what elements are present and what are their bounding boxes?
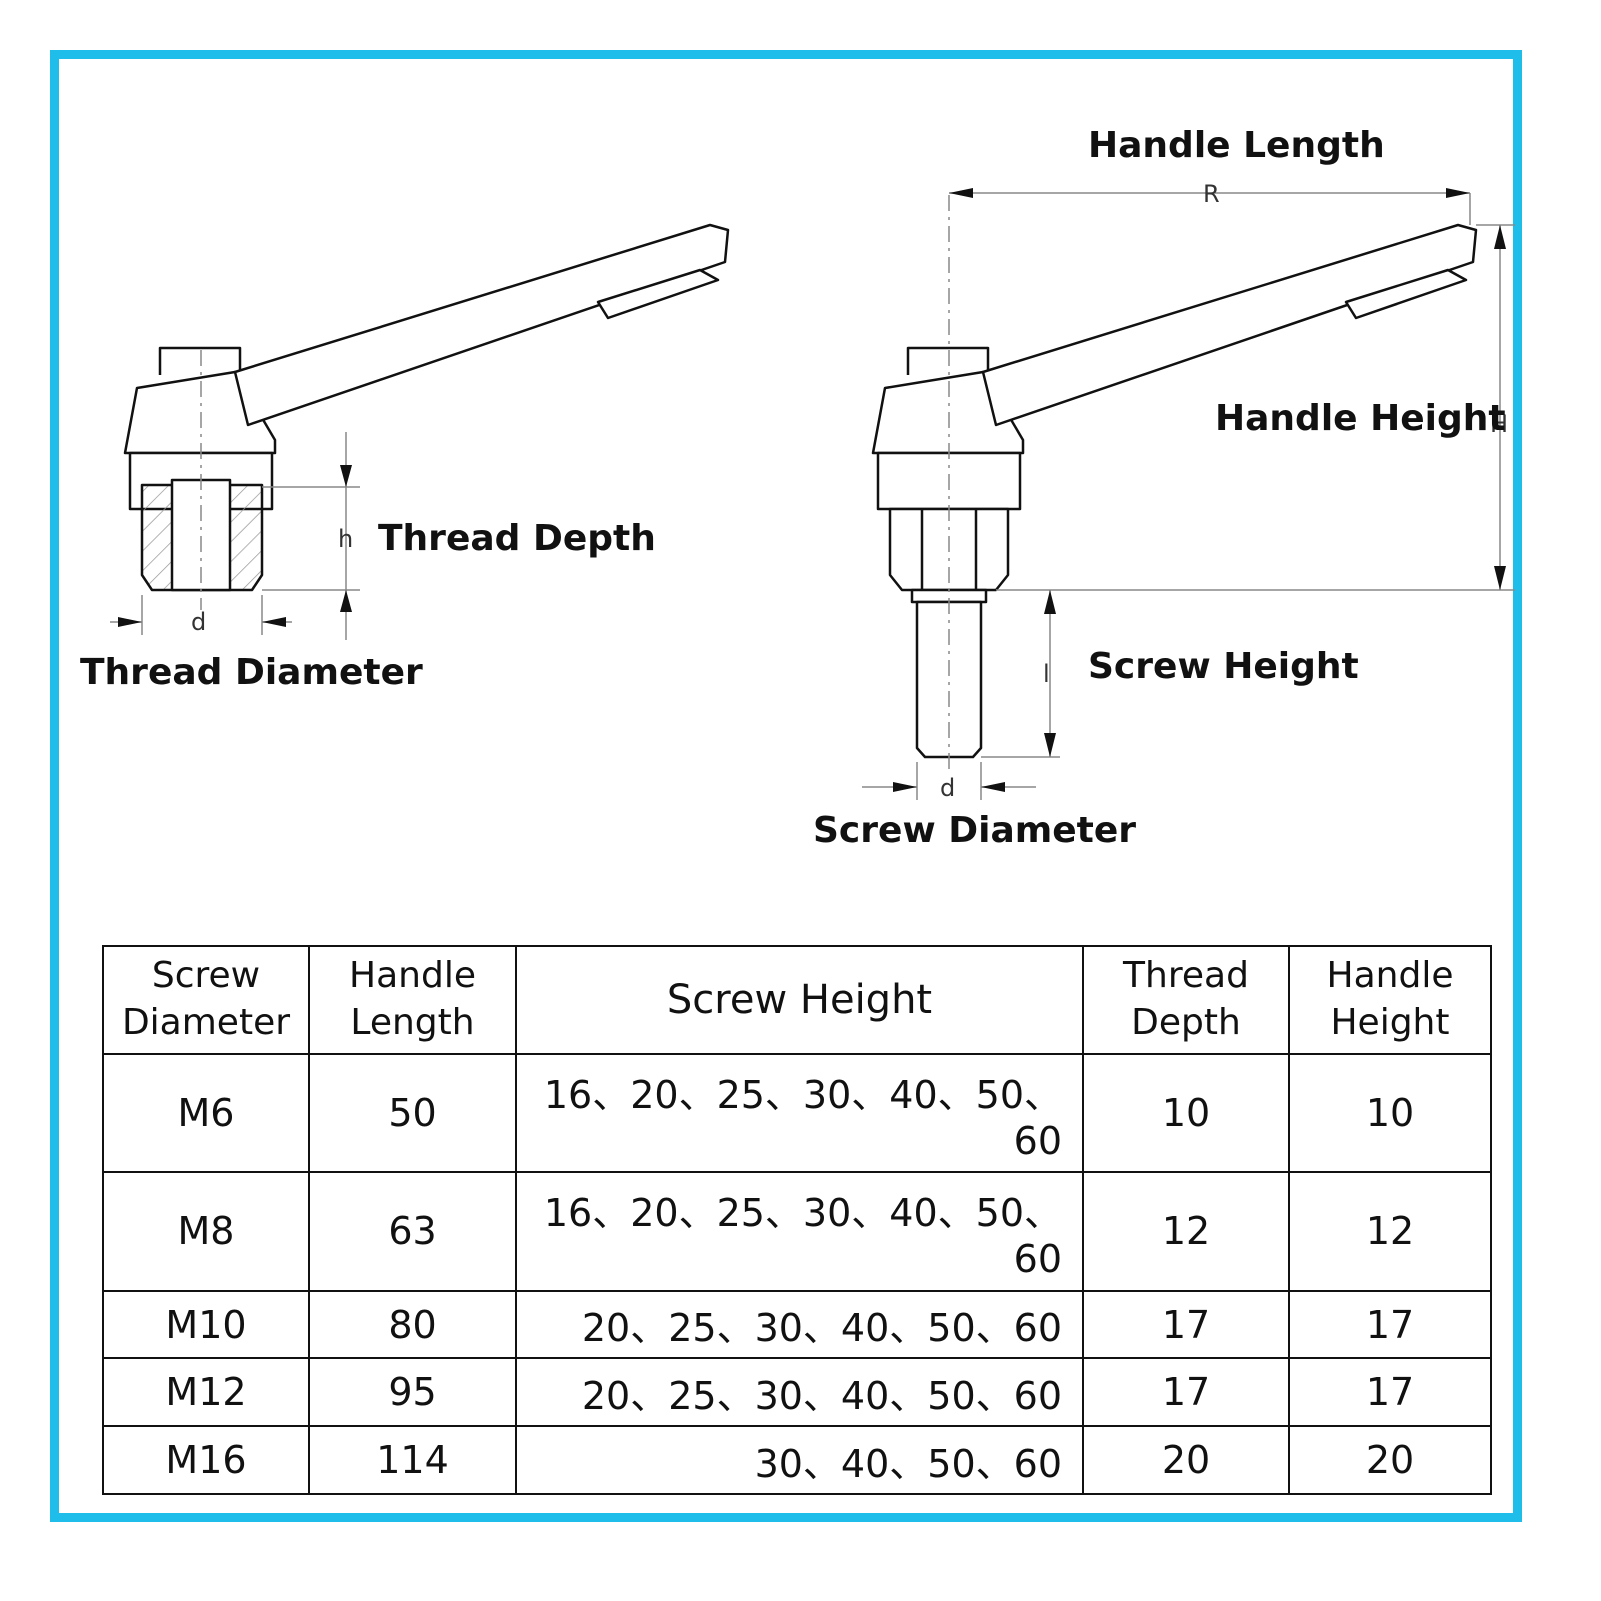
header-handle-height: Handle Height <box>1288 945 1492 1055</box>
cell-handle-length: 80 <box>308 1289 517 1360</box>
cell-screw-diameter: M8 <box>102 1171 310 1292</box>
cell-screw-height: 20、25、30、40、50、60 <box>515 1357 1084 1428</box>
cell-screw-diameter: M16 <box>102 1425 310 1495</box>
cell-screw-diameter: M10 <box>102 1289 310 1360</box>
symbol-l: l <box>1043 660 1050 688</box>
header-screw-diameter: Screw Diameter <box>102 945 310 1055</box>
header-thread-depth: Thread Depth <box>1082 945 1290 1055</box>
cell-handle-length: 50 <box>308 1052 517 1174</box>
label-screw-diameter: Screw Diameter <box>813 810 1137 851</box>
cell-screw-height: 30、40、50、60 <box>515 1425 1084 1495</box>
cell-thread-depth: 17 <box>1082 1289 1290 1360</box>
table-row: M12 95 20、25、30、40、50、60 17 17 <box>102 1357 1492 1428</box>
symbol-d-thread: d <box>191 608 207 636</box>
cell-handle-height: 10 <box>1288 1052 1492 1174</box>
table-row: M10 80 20、25、30、40、50、60 17 17 <box>102 1289 1492 1360</box>
table-row: M6 50 16、20、25、30、40、50、60 10 10 <box>102 1052 1492 1174</box>
label-thread-depth: Thread Depth <box>378 518 656 559</box>
cell-thread-depth: 12 <box>1082 1171 1290 1292</box>
label-screw-height: Screw Height <box>1088 646 1359 687</box>
technical-drawing <box>110 188 1515 800</box>
table-row: M8 63 16、20、25、30、40、50、60 12 12 <box>102 1171 1492 1292</box>
cell-screw-height: 20、25、30、40、50、60 <box>515 1289 1084 1360</box>
cell-handle-length: 114 <box>308 1425 517 1495</box>
symbol-H: H <box>1490 410 1509 438</box>
header-handle-length: Handle Length <box>308 945 517 1055</box>
symbol-d-screw: d <box>940 774 956 802</box>
cell-thread-depth: 10 <box>1082 1052 1290 1174</box>
label-handle-height: Handle Height <box>1215 398 1506 439</box>
table-header-row: Screw Diameter Handle Length Screw Heigh… <box>102 945 1492 1055</box>
symbol-h: h <box>338 525 354 553</box>
label-handle-length: Handle Length <box>1088 125 1385 166</box>
female-lever-arrows <box>118 465 352 627</box>
female-lever-drawing <box>123 223 730 592</box>
label-thread-diameter: Thread Diameter <box>80 652 423 693</box>
cell-handle-height: 12 <box>1288 1171 1492 1292</box>
cell-thread-depth: 17 <box>1082 1357 1290 1428</box>
cell-handle-height: 17 <box>1288 1289 1492 1360</box>
cell-screw-height: 16、20、25、30、40、50、60 <box>515 1052 1084 1174</box>
male-lever-dimension-lines <box>862 192 1515 800</box>
table-row: M16 114 30、40、50、60 20 20 <box>102 1425 1492 1495</box>
cell-screw-diameter: M6 <box>102 1052 310 1174</box>
cell-handle-height: 20 <box>1288 1425 1492 1495</box>
cell-handle-height: 17 <box>1288 1357 1492 1428</box>
symbol-R: R <box>1203 180 1220 208</box>
cell-handle-length: 63 <box>308 1171 517 1292</box>
header-screw-height: Screw Height <box>515 945 1084 1055</box>
cell-handle-length: 95 <box>308 1357 517 1428</box>
cell-thread-depth: 20 <box>1082 1425 1290 1495</box>
spec-table: Screw Diameter Handle Length Screw Heigh… <box>102 945 1492 1495</box>
cell-screw-height: 16、20、25、30、40、50、60 <box>515 1171 1084 1292</box>
cell-screw-diameter: M12 <box>102 1357 310 1428</box>
male-lever-arrows <box>893 188 1506 792</box>
